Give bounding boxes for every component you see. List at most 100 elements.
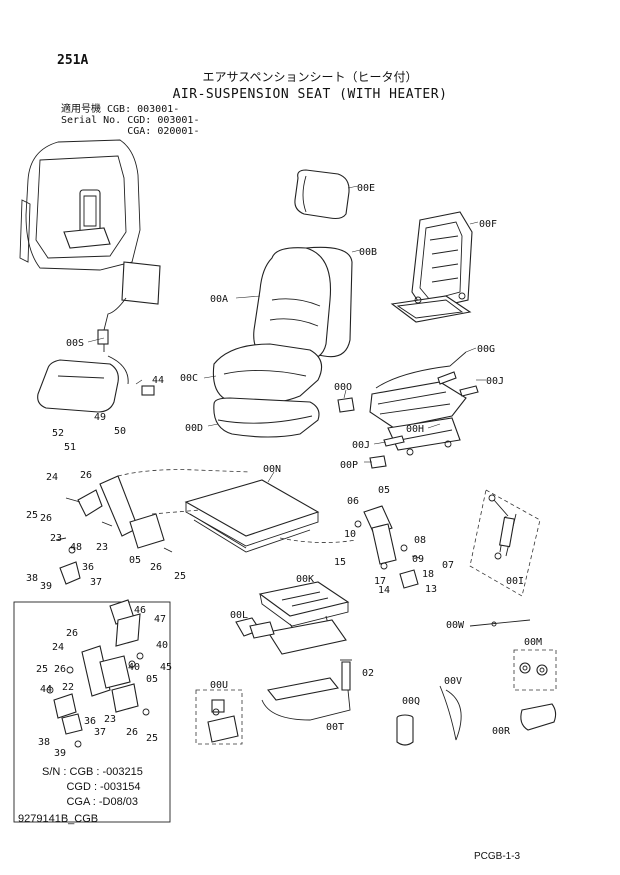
callout-05: 05 [129,555,141,566]
shock-absorber-part [469,489,541,597]
serial-range-note: S/N : CGB : -003215 CGD : -003154 CGA : … [42,765,143,810]
callout-26: 26 [54,664,66,675]
serial-number-block: 適用号機 CGB: 003001- Serial No. CGD: 003001… [61,104,199,137]
callout-38: 38 [26,573,38,584]
callout-00C: 00C [180,373,198,384]
document-number: 9279141B_CGB [18,813,99,825]
seat-frame-part [390,211,473,323]
callout-23: 23 [50,533,62,544]
callout-24: 24 [46,472,58,483]
cover-part [520,703,557,731]
callout-00J: 00J [486,376,504,387]
callout-26: 26 [66,628,78,639]
callout-39: 39 [40,581,52,592]
callout-23: 23 [96,542,108,553]
callout-13: 13 [425,584,437,595]
callout-26: 26 [126,727,138,738]
callout-08: 08 [414,535,426,546]
callout-44: 44 [40,684,52,695]
callout-45: 45 [160,662,172,673]
sn-line: S/N : CGB : -003215 [42,766,143,778]
callout-25: 25 [146,733,158,744]
connection-line [117,469,251,477]
callout-22: 22 [62,682,74,693]
rod-part [469,619,531,627]
callout-25: 25 [174,571,186,582]
callout-00V: 00V [444,676,462,687]
seat-cushion-part [212,343,323,438]
callout-09: 09 [412,554,424,565]
callout-18: 18 [422,569,434,580]
callout-05: 05 [378,485,390,496]
seat-belt-upper-left [55,475,173,585]
rod-part [491,621,497,627]
sn-line: CGA : -D08/03 [42,796,138,808]
callout-40: 40 [156,640,168,651]
callout-00H: 00H [406,424,424,435]
callout-00D: 00D [185,423,203,434]
callout-00E: 00E [357,183,375,194]
callout-00T: 00T [326,722,344,733]
sheet-code: PCGB-1-3 [474,851,521,862]
callout-00A: 00A [210,294,228,305]
callout-37: 37 [90,577,102,588]
callout-25: 25 [26,510,38,521]
bracket-part [235,617,275,639]
callout-36: 36 [82,562,94,573]
seat-heater-part [37,261,161,413]
seat-belt-right [354,505,421,589]
callout-15: 15 [334,557,346,568]
cap-set-part [513,649,557,691]
callout-00S: 00S [66,338,84,349]
callout-02: 02 [362,668,374,679]
headrest-part [294,169,350,220]
callout-00U: 00U [210,680,228,691]
callout-00Q: 00Q [402,696,420,707]
callout-17: 17 [374,576,386,587]
knob-part [195,689,243,745]
callout-00B: 00B [359,247,377,258]
suspension-base-part [258,581,350,655]
callout-49: 49 [94,412,106,423]
sn-line: CGD : -003154 [42,781,141,793]
cab-illustration [19,139,141,271]
callout-00O: 00O [334,382,352,393]
callout-23: 23 [104,714,116,725]
callout-26: 26 [40,513,52,524]
serial-line: CGA: 020001- [61,126,200,137]
seat-belt-inset [13,599,171,823]
callout-40: 40 [128,662,140,673]
callout-39: 39 [54,748,66,759]
serial-line: Serial No. CGD: 003001- [61,115,200,126]
cable-part [439,685,462,741]
callout-44: 44 [152,375,164,386]
callout-00W: 00W [446,620,465,631]
callout-07: 07 [442,560,454,571]
callout-labels: 00E 00B 00F 00A 00S 00G 44 00C 00O 00J 0… [26,183,542,759]
page-number: 251A [57,53,89,68]
callout-47: 47 [154,614,166,625]
callout-06: 06 [347,496,359,507]
suspension-cover-part [184,479,320,553]
callout-00P: 00P [340,460,358,471]
title-japanese: エアサスペンションシート（ヒータ付） [202,70,418,84]
callout-00G: 00G [477,344,495,355]
connection-line [279,537,357,543]
slide-rail-part [337,351,479,469]
callout-25: 25 [36,664,48,675]
lever-part [261,677,351,721]
callout-36: 36 [84,716,96,727]
callout-05: 05 [146,674,158,685]
title-english: AIR-SUSPENSION SEAT (WITH HEATER) [172,87,448,102]
callout-00K: 00K [296,574,314,585]
callout-26: 26 [150,562,162,573]
callout-00I: 00I [506,576,524,587]
sleeve-part [396,714,414,746]
bolt-part [340,659,352,691]
seat-back-part [253,246,353,361]
callout-51: 51 [64,442,76,453]
serial-line: 適用号機 CGB: 003001- [61,104,180,115]
callout-00F: 00F [479,219,497,230]
callout-48: 48 [70,542,82,553]
